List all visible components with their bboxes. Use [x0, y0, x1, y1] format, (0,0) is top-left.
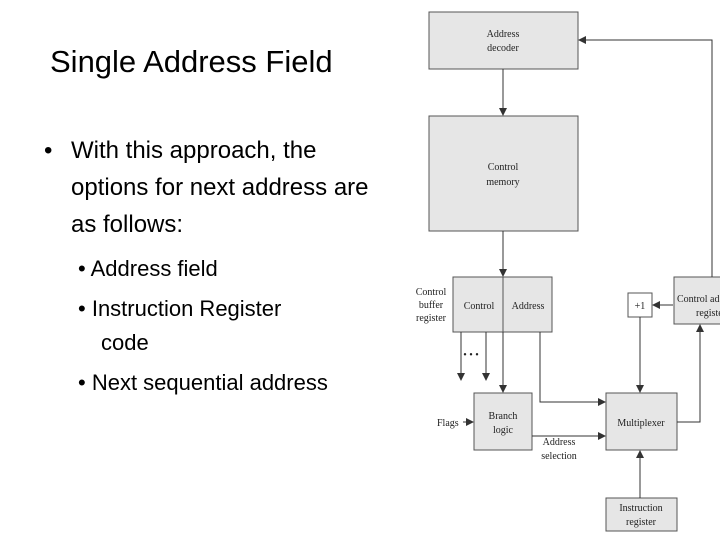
bullet-main: • With this approach, the options for ne…: [44, 132, 394, 243]
car-to-decoder-line: [578, 36, 713, 277]
address-decoder-label-1: Address: [487, 29, 520, 40]
control-buffer-register-label-2: buffer: [419, 300, 444, 311]
control-memory-box: [428, 115, 579, 232]
instruction-register-box: [605, 497, 678, 532]
branch-logic-box: [473, 392, 533, 451]
flags-label: Flags: [437, 418, 459, 429]
multiplexer-label: Multiplexer: [617, 418, 665, 429]
bullet-list: • With this approach, the options for ne…: [44, 132, 394, 243]
mux-to-car-line: [677, 324, 704, 423]
sub-bullet-address-field: • Address field: [78, 256, 218, 281]
bullet-dot: •: [44, 137, 53, 164]
sub-bullet-instruction-register: • Instruction Register: [78, 296, 282, 321]
instruction-register-label-2: register: [626, 517, 657, 528]
branch-logic-label-2: logic: [493, 425, 514, 436]
control-address-register-label-1: Control ad: [677, 294, 720, 305]
signals-ellipsis: • • •: [463, 350, 479, 361]
branch-logic-label-1: Branch: [489, 411, 518, 422]
slide-title: Single Address Field: [50, 44, 333, 79]
address-selection-label-1: Address: [543, 437, 576, 448]
address-decoder-label-2: decoder: [487, 43, 519, 54]
control-address-register-label-2: registe: [696, 308, 720, 319]
control-memory-label-1: Control: [488, 162, 519, 173]
bullet-main-text: With this approach, the options for next…: [71, 137, 369, 238]
increment-label: +1: [635, 301, 646, 312]
sub-bullet-continuation: code: [101, 330, 149, 355]
control-field-label: Control: [464, 301, 495, 312]
control-memory-label-2: memory: [486, 177, 519, 188]
address-selection-label-2: selection: [541, 451, 577, 462]
instruction-register-label-1: Instruction: [619, 503, 662, 514]
sub-bullet-next-sequential: • Next sequential address: [78, 370, 328, 395]
control-buffer-register-label-3: register: [416, 313, 447, 324]
address-decoder-box: [428, 11, 579, 70]
address-field-to-mux-line: [539, 332, 606, 406]
address-field-label: Address: [512, 301, 545, 312]
control-buffer-register-label-1: Control: [416, 287, 447, 298]
